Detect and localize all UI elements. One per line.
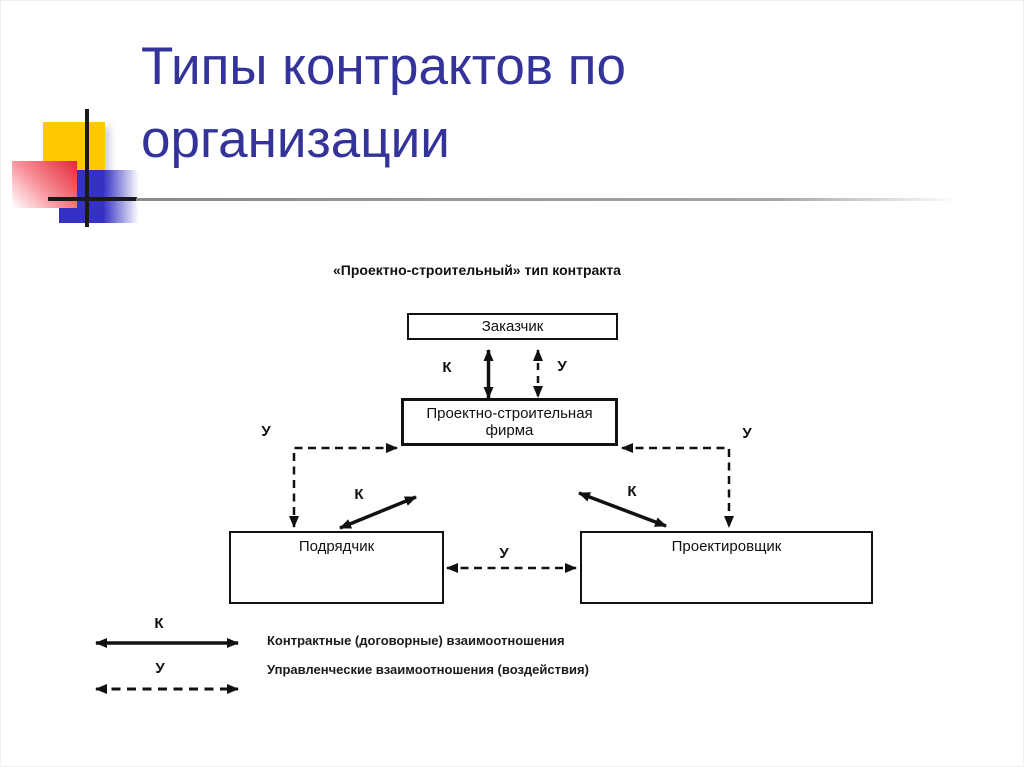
box-customer: Заказчик bbox=[407, 313, 618, 340]
label-contract-contractor: К bbox=[354, 486, 364, 503]
box-design-build-firm: Проектно-строительная фирма bbox=[401, 398, 618, 446]
decoration-horizontal-line bbox=[48, 197, 137, 201]
box-contractor-label: Подрядчик bbox=[298, 538, 375, 555]
label-contract-customer-firm: К bbox=[442, 359, 452, 376]
label-management-firm-contractor: У bbox=[261, 423, 271, 440]
diagram-subtitle: «Проектно-строительный» тип контракта bbox=[333, 262, 621, 278]
decoration-vertical-line bbox=[85, 109, 89, 227]
legend-management-description: Управленческие взаимоотношения (воздейст… bbox=[267, 662, 589, 677]
legend-management-letter: У bbox=[155, 660, 165, 677]
arrow-management-firm-contractor bbox=[289, 443, 398, 528]
label-contract-designer: К bbox=[627, 483, 637, 500]
label-management-customer-firm: У bbox=[557, 358, 567, 375]
label-management-contractor-designer: У bbox=[499, 545, 509, 562]
box-firm-label-line2: фирма bbox=[485, 422, 534, 439]
legend-contract-description: Контрактные (договорные) взаимоотношения bbox=[267, 633, 565, 648]
box-customer-label: Заказчик bbox=[481, 318, 544, 335]
legend-contract-letter: К bbox=[154, 615, 164, 632]
slide-title: Типы контрактов по организации bbox=[141, 37, 626, 169]
box-firm-label-line1: Проектно-строительная bbox=[426, 405, 593, 422]
box-designer: Проектировщик bbox=[580, 531, 873, 604]
title-underline-rule bbox=[136, 198, 959, 201]
label-management-firm-designer: У bbox=[742, 425, 752, 442]
box-contractor: Подрядчик bbox=[229, 531, 444, 604]
box-designer-label: Проектировщик bbox=[671, 538, 782, 555]
